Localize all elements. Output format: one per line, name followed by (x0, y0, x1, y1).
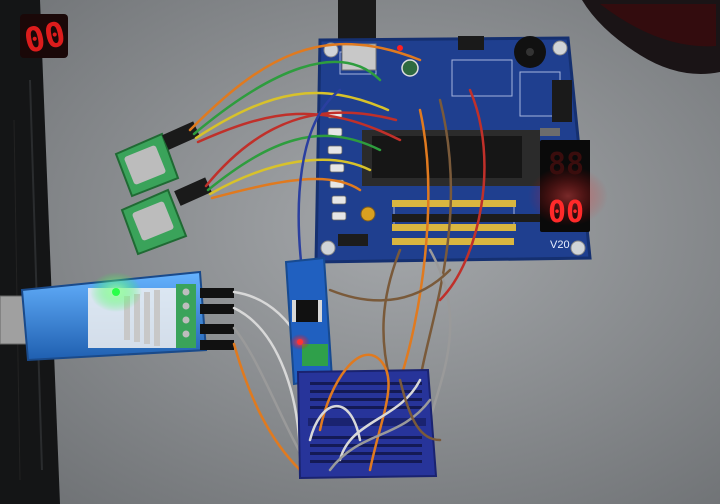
seven-segment-display: 8 8 0 0 (528, 140, 608, 232)
black-case-top-right (582, 0, 720, 74)
sensor-wires (188, 42, 422, 302)
usb-serial-adapter (0, 270, 208, 362)
usb-led (112, 288, 120, 296)
adapter-dupont (200, 288, 234, 350)
board-label: V20 (550, 239, 570, 251)
usb-cable-top (338, 0, 376, 40)
touch-sensor-top (114, 121, 200, 198)
touch-sensor-bottom (120, 177, 212, 256)
rs485-module (284, 256, 334, 386)
board-wires (328, 88, 486, 422)
digit-4: 0 (566, 195, 584, 230)
module-led (297, 339, 303, 345)
breadboard-wires (308, 353, 442, 472)
black-case-left: 00 (0, 0, 69, 504)
breadboard (296, 368, 438, 480)
digit-1: 8 (548, 147, 566, 182)
digit-2: 8 (566, 147, 584, 182)
reflection-digits: 00 (21, 14, 69, 62)
digit-3: 0 (548, 195, 566, 230)
